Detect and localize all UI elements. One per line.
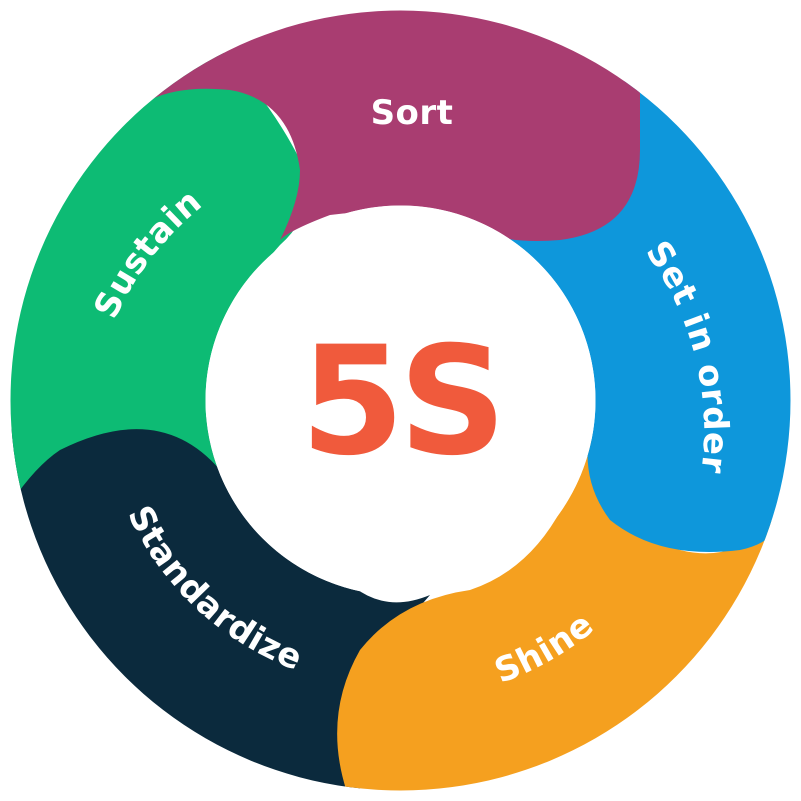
center-title: 5S xyxy=(300,315,500,489)
label-sort: Sort xyxy=(371,93,454,133)
segment-sort xyxy=(150,10,640,242)
center-circle xyxy=(205,205,596,596)
